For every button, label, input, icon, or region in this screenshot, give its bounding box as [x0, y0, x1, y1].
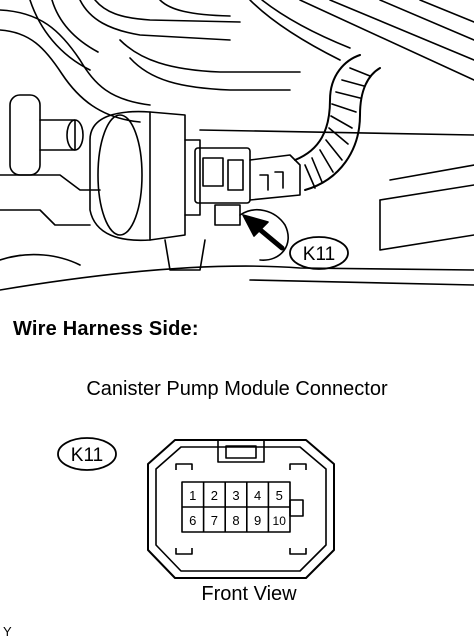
pin-1-label: 1	[189, 488, 196, 503]
connector-title: Canister Pump Module Connector	[86, 378, 388, 400]
engine-bay-illustration: K11	[0, 0, 474, 291]
pin-3-label: 3	[232, 488, 239, 503]
k11-callout-connector-text: K11	[71, 445, 103, 466]
left-pipe-cluster	[0, 94, 101, 266]
pin-grid: 1 2 3 4 5 6 7 8 9 10	[181, 481, 304, 533]
wire-harness-heading: Wire Harness Side:	[13, 318, 199, 340]
upper-hoses	[0, 0, 474, 123]
frame-structure	[0, 129, 474, 291]
pin-8-label: 8	[232, 513, 239, 528]
pin-9-label: 9	[254, 513, 261, 528]
k11-callout-connector: K11	[57, 437, 117, 471]
harness-connector-plug	[194, 147, 301, 226]
pin-6-label: 6	[189, 513, 196, 528]
pointer-arrow	[242, 214, 285, 251]
pin-2-label: 2	[211, 488, 218, 503]
k11-callout-text: K11	[303, 244, 335, 265]
pin-4-label: 4	[254, 488, 261, 503]
k11-callout-illustration: K11	[289, 236, 349, 270]
figure-code: Y	[3, 624, 12, 639]
connector-housing	[147, 439, 335, 579]
pin-7-label: 7	[211, 513, 218, 528]
front-view-label: Front View	[201, 583, 297, 605]
wire-harness	[294, 54, 381, 191]
pin-5-label: 5	[276, 488, 283, 503]
pin-10-label: 10	[273, 514, 287, 528]
canister-pump-body	[89, 110, 206, 271]
connector-front-view-diagram: K11 1 2 3 4 5 6 7 8 9 10	[57, 437, 335, 579]
